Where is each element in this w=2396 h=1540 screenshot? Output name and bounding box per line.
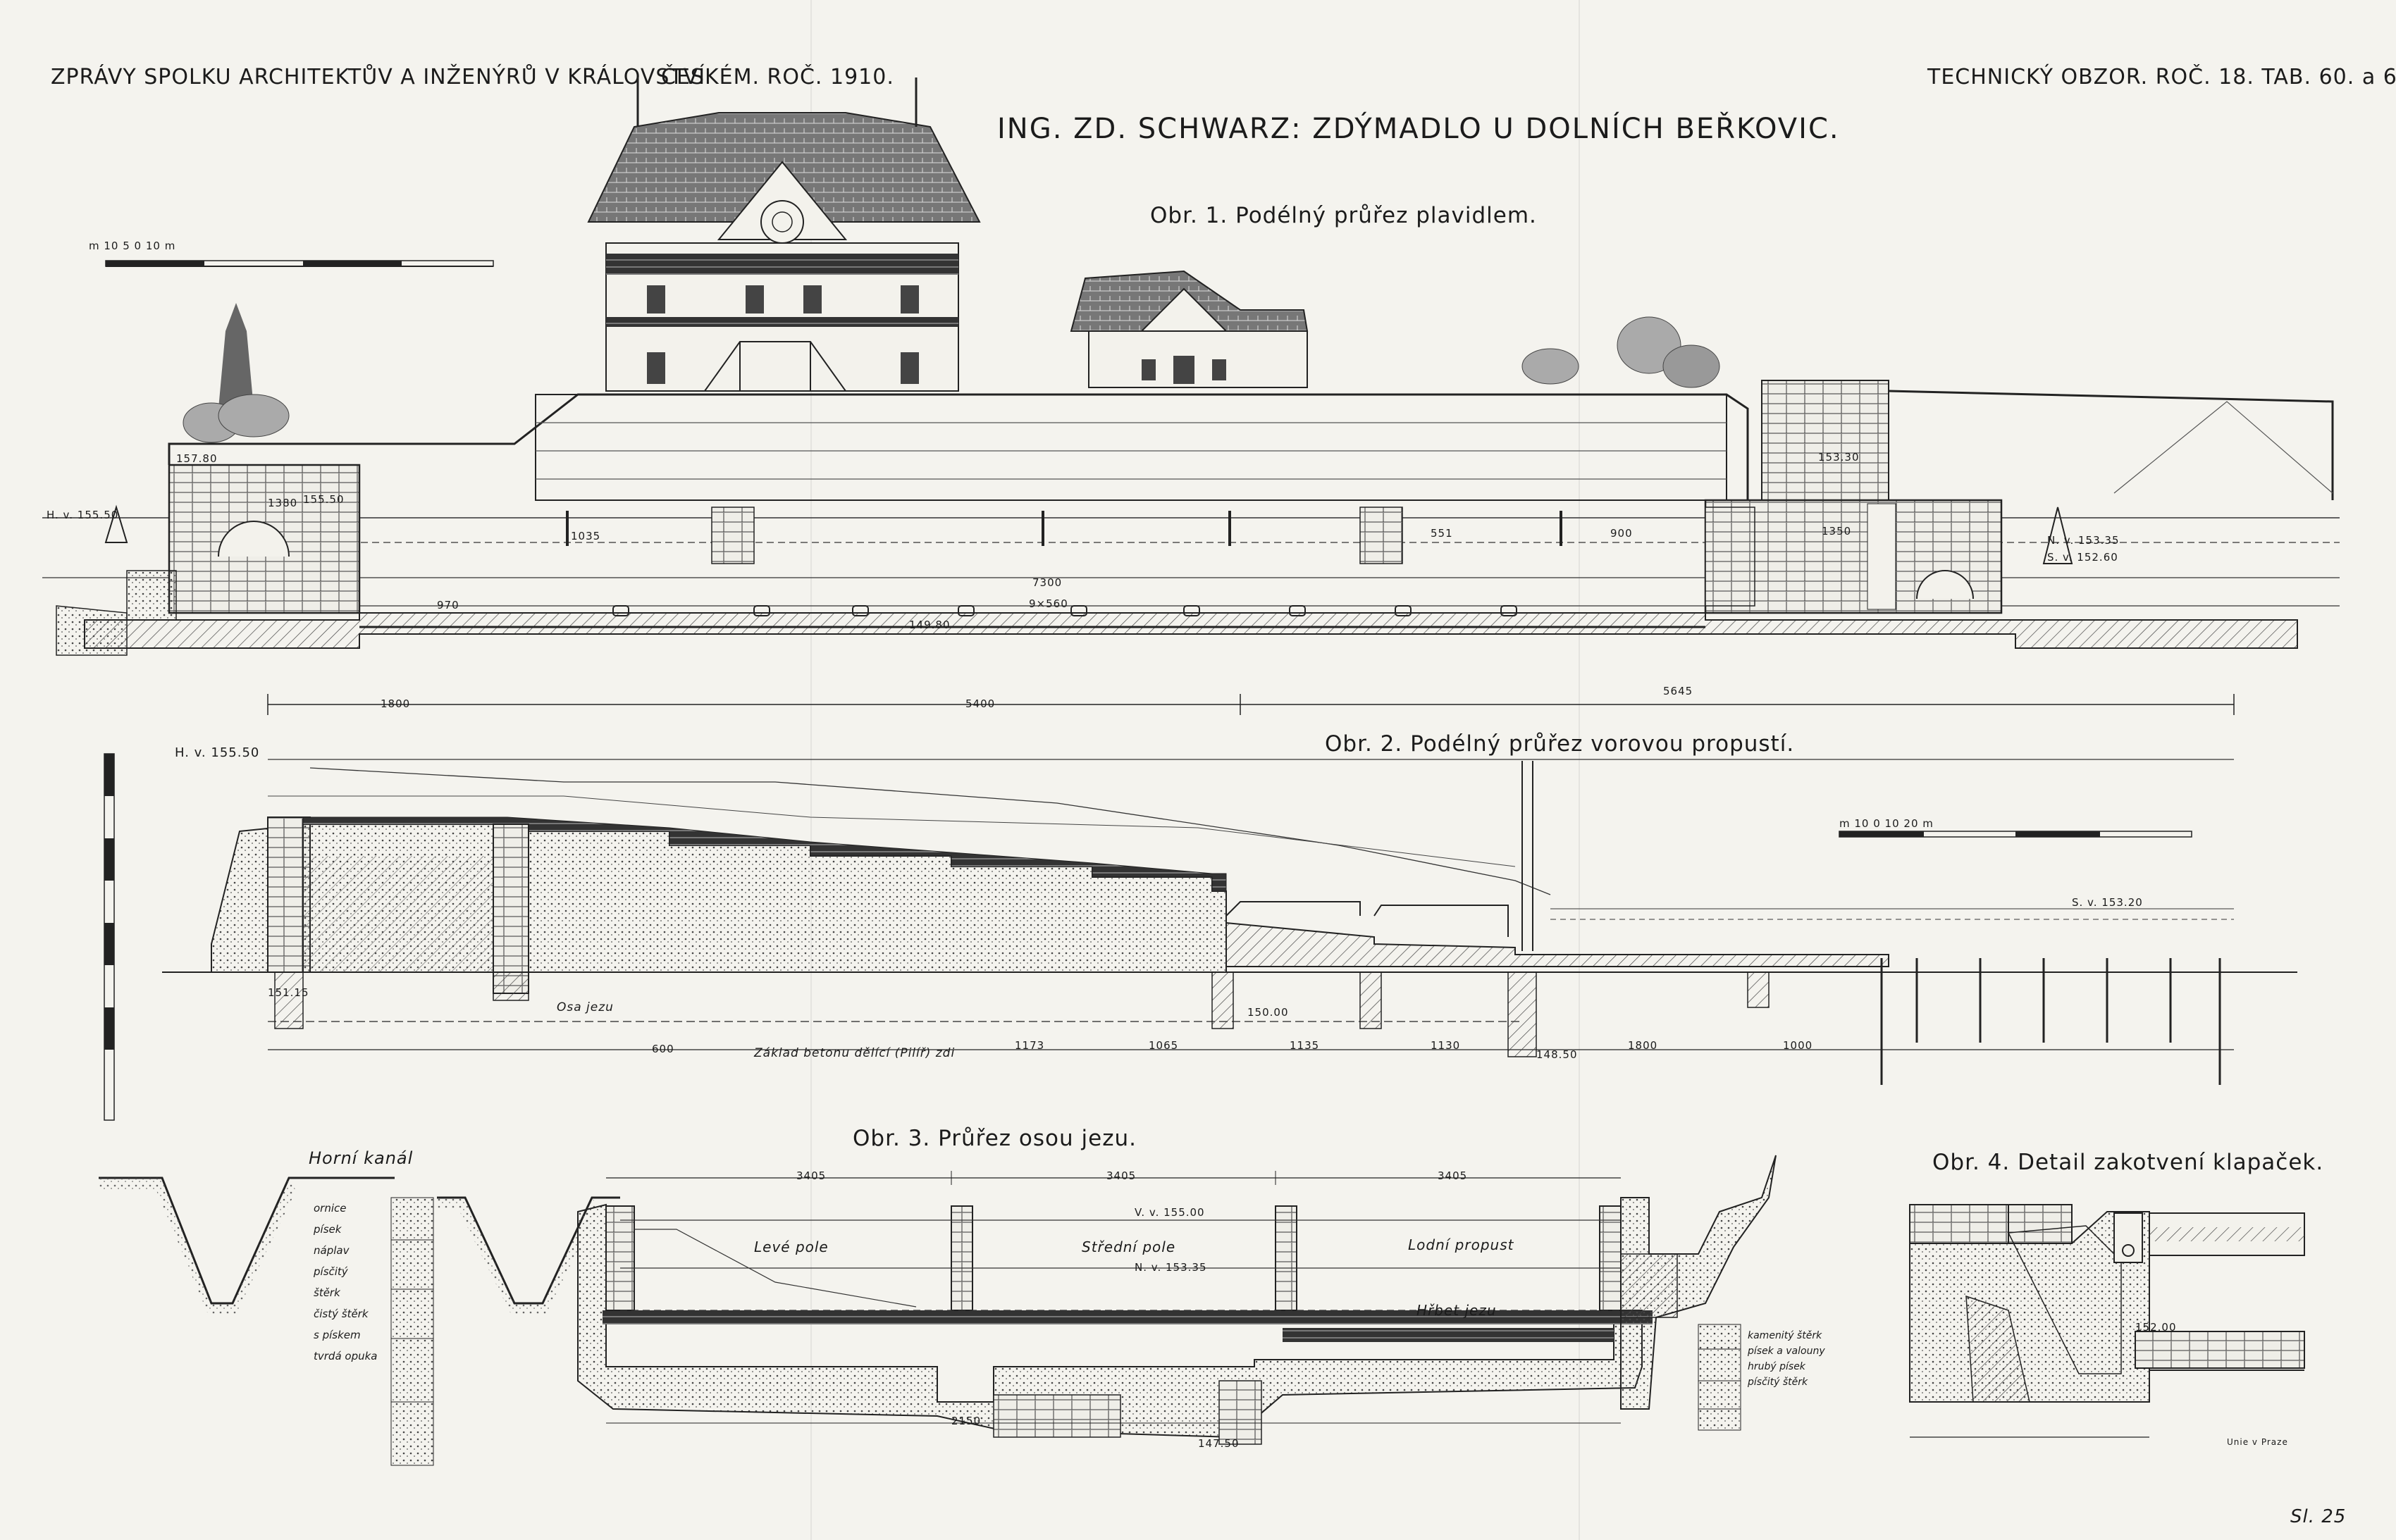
soil-legend-item: písčitý štěrk: [1748, 1377, 1808, 1388]
figure-4-anchoring-detail: [1909, 1204, 2305, 1438]
figure-1-lock-section: [42, 77, 2340, 656]
label-foundation: Základ betonu dělící (Pilíř) zdi: [754, 1046, 956, 1060]
dimension-label: 5400: [965, 697, 996, 710]
dimension-label: 551: [1431, 527, 1453, 540]
label-horni-kanal: Horní kanál: [309, 1148, 414, 1168]
dimension-label: 1130: [1431, 1039, 1461, 1052]
dimension-label: 1173: [1015, 1039, 1045, 1052]
dimension-label: 2150: [951, 1415, 982, 1427]
elevation-label: 147.50: [1198, 1437, 1240, 1450]
figure-3-weir-section: [99, 1155, 1777, 1466]
elevation-label: 152.00: [2135, 1321, 2177, 1334]
figure-2-caption: Obr. 2. Podélný průřez vorovou propustí.: [1325, 731, 1795, 757]
soil-legend-right: kamenitý štěrk písek a valouny hrubý pís…: [1748, 1328, 1825, 1390]
sheet-title: ING. ZD. SCHWARZ: ZDÝMADLO U DOLNÍCH BEŘ…: [997, 113, 1840, 145]
fold-line: [810, 0, 812, 1540]
dimension-label: 1800: [1628, 1039, 1658, 1052]
elevation-label: 148.50: [1536, 1048, 1578, 1061]
dimension-label: 900: [1610, 527, 1633, 540]
sheet-number: Sl. 25: [2290, 1506, 2347, 1527]
water-level-nv1: N. v. 153.35: [2047, 534, 2120, 547]
soil-legend-item: štěrk: [314, 1286, 340, 1299]
elevation-label: 155.50: [303, 493, 345, 506]
small-house: [1070, 270, 1309, 388]
soil-legend-item: kamenitý štěrk: [1748, 1330, 1822, 1341]
water-level-nv2: N. v. 153.35: [1135, 1261, 1207, 1274]
soil-legend-item: písek a valouny: [1748, 1346, 1825, 1357]
header-plate: TECHNICKÝ OBZOR. ROČ. 18. TAB. 60. a 61.: [1927, 65, 2396, 89]
water-level-hv2: H. v. 155.50: [175, 745, 260, 760]
elevation-scale: [104, 753, 115, 1121]
dimension-label: 970: [437, 599, 459, 611]
scale-label-fig1: m 10 5 0 10 m: [89, 240, 176, 252]
soil-legend-item: tvrdá opuka: [314, 1350, 378, 1362]
dimension-label: 3405: [1438, 1169, 1468, 1182]
water-level-vv: V. v. 155.00: [1135, 1206, 1205, 1219]
dimension-label: 3405: [796, 1169, 827, 1182]
water-level-sv1: S. v. 152.60: [2047, 551, 2118, 564]
dimension-label: 1350: [1822, 525, 1852, 538]
label-leve-pole: Levé pole: [754, 1238, 829, 1255]
figure-1-caption: Obr. 1. Podélný průřez plavidlem.: [1150, 203, 1537, 228]
dimension-label: 1800: [381, 697, 411, 710]
lock-keeper-house: [587, 77, 981, 392]
dimension-label: 1065: [1149, 1039, 1179, 1052]
scale-bar-fig1: [105, 260, 494, 267]
dimension-label: 3405: [1106, 1169, 1137, 1182]
soil-legend-item: čistý štěrk: [314, 1308, 369, 1320]
elevation-label: 157.80: [176, 452, 218, 465]
soil-legend-item: ornice: [314, 1202, 347, 1215]
header-journal-year: ČESKÉM. ROČ. 1910.: [661, 65, 894, 89]
water-level-hv1: H. v. 155.50: [47, 509, 119, 521]
elevation-label: 149.80: [909, 619, 951, 631]
header-journal: ZPRÁVY SPOLKU ARCHITEKTŮV A INŽENÝRŮ V K…: [51, 65, 706, 89]
dimension-label: 1380: [268, 497, 298, 509]
scale-label-fig2: m 10 0 10 20 m: [1839, 817, 1934, 830]
figure-4-caption: Obr. 4. Detail zakotvení klapaček.: [1932, 1150, 2324, 1175]
elevation-label: 150.00: [1247, 1006, 1289, 1019]
dimension-label: 1035: [571, 530, 601, 542]
dimension-label: 7300: [1032, 576, 1063, 589]
dimension-label: 5645: [1663, 685, 1693, 697]
label-stredni-pole: Střední pole: [1082, 1238, 1176, 1255]
dimension-label: 153.30: [1818, 451, 1860, 464]
printer-stamp: Unie v Praze: [2227, 1437, 2288, 1447]
dimension-label: 600: [652, 1043, 674, 1055]
soil-legend-item: písek: [314, 1223, 342, 1236]
water-level-sv2: S. v. 153.20: [2072, 896, 2143, 909]
soil-legend-item: hrubý písek: [1748, 1361, 1805, 1372]
soil-legend-left: ornice písek náplav písčitý štěrk čistý …: [314, 1198, 378, 1367]
fold-line: [1579, 0, 1580, 1540]
trees: [183, 303, 1720, 443]
figure-3-caption: Obr. 3. Průřez osou jezu.: [853, 1126, 1137, 1151]
soil-legend-item: písčitý: [314, 1265, 348, 1278]
figure-2-raft-pass-section: [104, 694, 2297, 1121]
soil-legend-item: náplav: [314, 1244, 350, 1257]
dimension-label: 9×560: [1029, 597, 1068, 610]
dimension-label: 1000: [1783, 1039, 1813, 1052]
scale-bar-fig2: [1839, 831, 2192, 838]
label-hrbet-jezu: Hřbet jezu: [1416, 1302, 1497, 1319]
soil-legend-item: s pískem: [314, 1329, 361, 1341]
label-lodni-propust: Lodní propust: [1408, 1236, 1514, 1253]
elevation-label: 151.15: [268, 986, 309, 999]
label-osa-jezu: Osa jezu: [557, 1000, 614, 1014]
dimension-label: 1135: [1290, 1039, 1320, 1052]
